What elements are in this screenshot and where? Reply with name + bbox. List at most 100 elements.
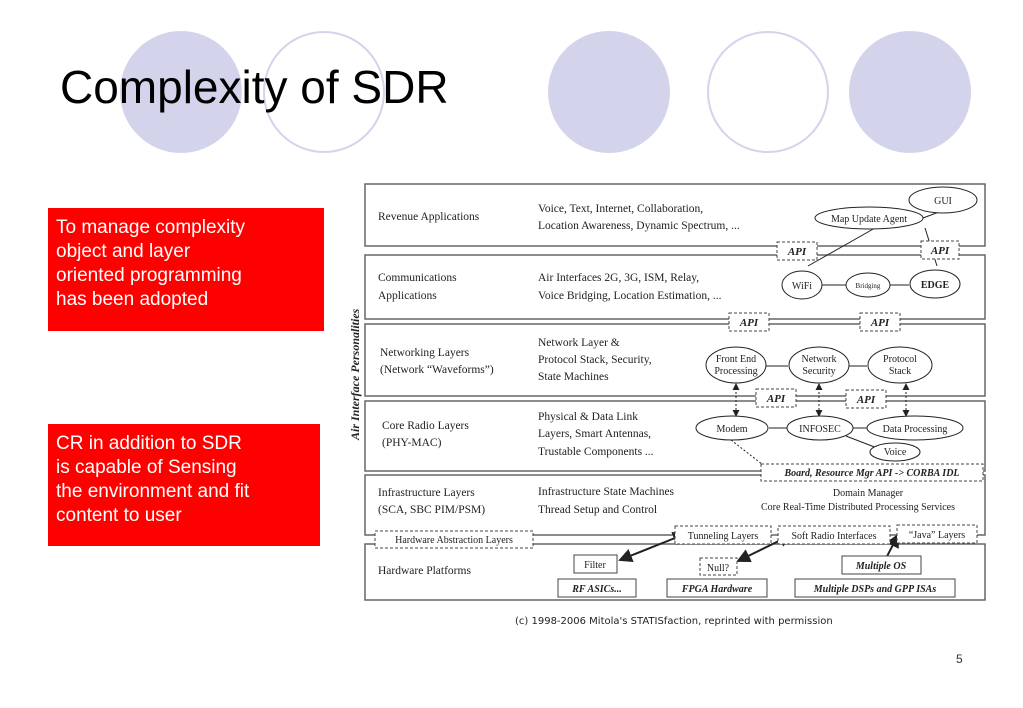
board-api-box — [760, 463, 984, 482]
multiple-os-label: Multiple OS — [855, 561, 907, 572]
soft-radio-box — [777, 525, 891, 545]
filter-label: Filter — [584, 560, 606, 571]
network-security-node — [788, 346, 850, 384]
layer-desc: Protocol Stack, Security, — [538, 354, 652, 366]
decorative-circle-4 — [707, 31, 829, 153]
layer-name: Revenue Applications — [378, 211, 480, 223]
layer-desc: Thread Setup and Control — [538, 504, 657, 516]
api-label: API — [856, 394, 876, 406]
data-processing-label: Data Processing — [883, 424, 948, 435]
decorative-circle-3 — [548, 31, 670, 153]
modem-node — [695, 415, 769, 441]
board-api-label: Board, Resource Mgr API -> CORBA IDL — [783, 468, 959, 479]
layer-name: Communications — [378, 272, 457, 284]
edge-node — [909, 269, 961, 299]
layer-box-communications — [364, 254, 986, 320]
layer-desc: Layers, Smart Antennas, — [538, 428, 651, 440]
connector — [845, 435, 878, 449]
decorative-circle-2 — [263, 31, 385, 153]
callout-cr: CR in addition to SDR is capable of Sens… — [48, 424, 320, 546]
callout-line: is capable of Sensing — [56, 457, 237, 478]
modem-label: Modem — [716, 424, 747, 435]
map-update-agent-node — [814, 206, 924, 230]
front-end-label: Front End — [716, 354, 756, 365]
layer-name: Core Radio Layers — [382, 420, 469, 432]
layer-desc: Physical & Data Link — [538, 411, 638, 423]
protocol-stack-node — [867, 346, 933, 384]
callout-line: object and layer — [56, 241, 191, 262]
api-label: API — [870, 317, 890, 329]
connector-arrow — [618, 531, 687, 563]
multiple-os-box — [841, 555, 922, 575]
data-processing-node — [866, 415, 964, 441]
api-box — [920, 240, 960, 260]
bridging-label: Bridging — [856, 282, 881, 290]
layer-desc: Trustable Components ... — [538, 446, 654, 458]
layer-desc: Network Layer & — [538, 337, 620, 349]
front-end-processing-node — [705, 346, 767, 384]
api-label: API — [766, 393, 786, 405]
java-layers-label: “Java” Layers — [909, 530, 965, 541]
wifi-node — [781, 270, 823, 300]
hal-box — [374, 530, 534, 549]
callout-line: content to user — [56, 505, 182, 526]
sdr-layer-diagram: Air Interface Personalities Revenue Appl… — [348, 183, 986, 601]
fpga-label: FPGA Hardware — [681, 584, 753, 595]
infosec-label: INFOSEC — [799, 424, 841, 435]
gui-label: GUI — [934, 196, 952, 207]
api-box — [755, 388, 797, 408]
connector — [807, 227, 876, 267]
decorative-circle-5 — [849, 31, 971, 153]
gui-node — [908, 186, 978, 214]
map-update-agent-label: Map Update Agent — [831, 214, 907, 225]
fpga-box — [666, 578, 768, 598]
page-number: 5 — [956, 652, 963, 666]
api-box — [776, 241, 818, 261]
layer-name: Networking Layers — [380, 347, 470, 359]
api-box — [845, 389, 887, 409]
wifi-label: WiFi — [792, 281, 812, 292]
null-label: Null? — [707, 563, 730, 574]
rf-asics-box — [557, 578, 637, 598]
layer-desc: Infrastructure State Machines — [538, 486, 675, 498]
layer-desc: Air Interfaces 2G, 3G, ISM, Relay, — [538, 272, 699, 284]
copyright-credit: (c) 1998-2006 Mitola's STATISfaction, re… — [515, 616, 833, 627]
callout-line: oriented programming — [56, 265, 242, 286]
decorative-circle-1 — [120, 31, 242, 153]
callout-complexity: To manage complexity object and layer or… — [48, 208, 324, 331]
domain-manager-label: Domain Manager — [833, 488, 904, 499]
layer-desc: Voice Bridging, Location Estimation, ... — [538, 290, 722, 302]
voice-label: Voice — [884, 447, 907, 458]
front-end-label: Processing — [714, 366, 757, 377]
layer-name: (PHY-MAC) — [382, 437, 442, 449]
api-label: API — [787, 246, 807, 258]
api-box — [859, 312, 901, 332]
tunneling-label: Tunneling Layers — [688, 531, 759, 542]
layer-name: (SCA, SBC PIM/PSM) — [378, 504, 485, 516]
layer-desc: Location Awareness, Dynamic Spectrum, ..… — [538, 220, 740, 232]
infosec-node — [786, 415, 854, 441]
hal-label: Hardware Abstraction Layers — [395, 535, 513, 546]
null-box — [699, 557, 738, 576]
tunneling-box — [674, 525, 772, 545]
dsps-label: Multiple DSPs and GPP ISAs — [813, 584, 937, 595]
soft-radio-label: Soft Radio Interfaces — [792, 531, 877, 542]
layer-desc: Voice, Text, Internet, Collaboration, — [538, 203, 703, 215]
network-security-label: Security — [802, 366, 835, 377]
api-label: API — [930, 245, 950, 257]
edge-label: EDGE — [921, 280, 950, 291]
side-label-air-interface: Air Interface Personalities — [348, 308, 362, 441]
protocol-stack-label: Protocol — [883, 354, 917, 365]
api-box — [728, 312, 770, 332]
callout-line: the environment and fit — [56, 481, 250, 502]
callout-line: CR in addition to SDR — [56, 433, 242, 454]
api-label: API — [739, 317, 759, 329]
layer-name: Infrastructure Layers — [378, 487, 475, 499]
protocol-stack-label: Stack — [889, 366, 911, 377]
network-security-label: Network — [802, 354, 837, 365]
dsps-box — [794, 578, 956, 598]
layer-desc: State Machines — [538, 371, 609, 383]
layer-name: Hardware Platforms — [378, 565, 471, 577]
rf-asics-label: RF ASICs... — [571, 584, 621, 595]
filter-box — [573, 554, 618, 574]
